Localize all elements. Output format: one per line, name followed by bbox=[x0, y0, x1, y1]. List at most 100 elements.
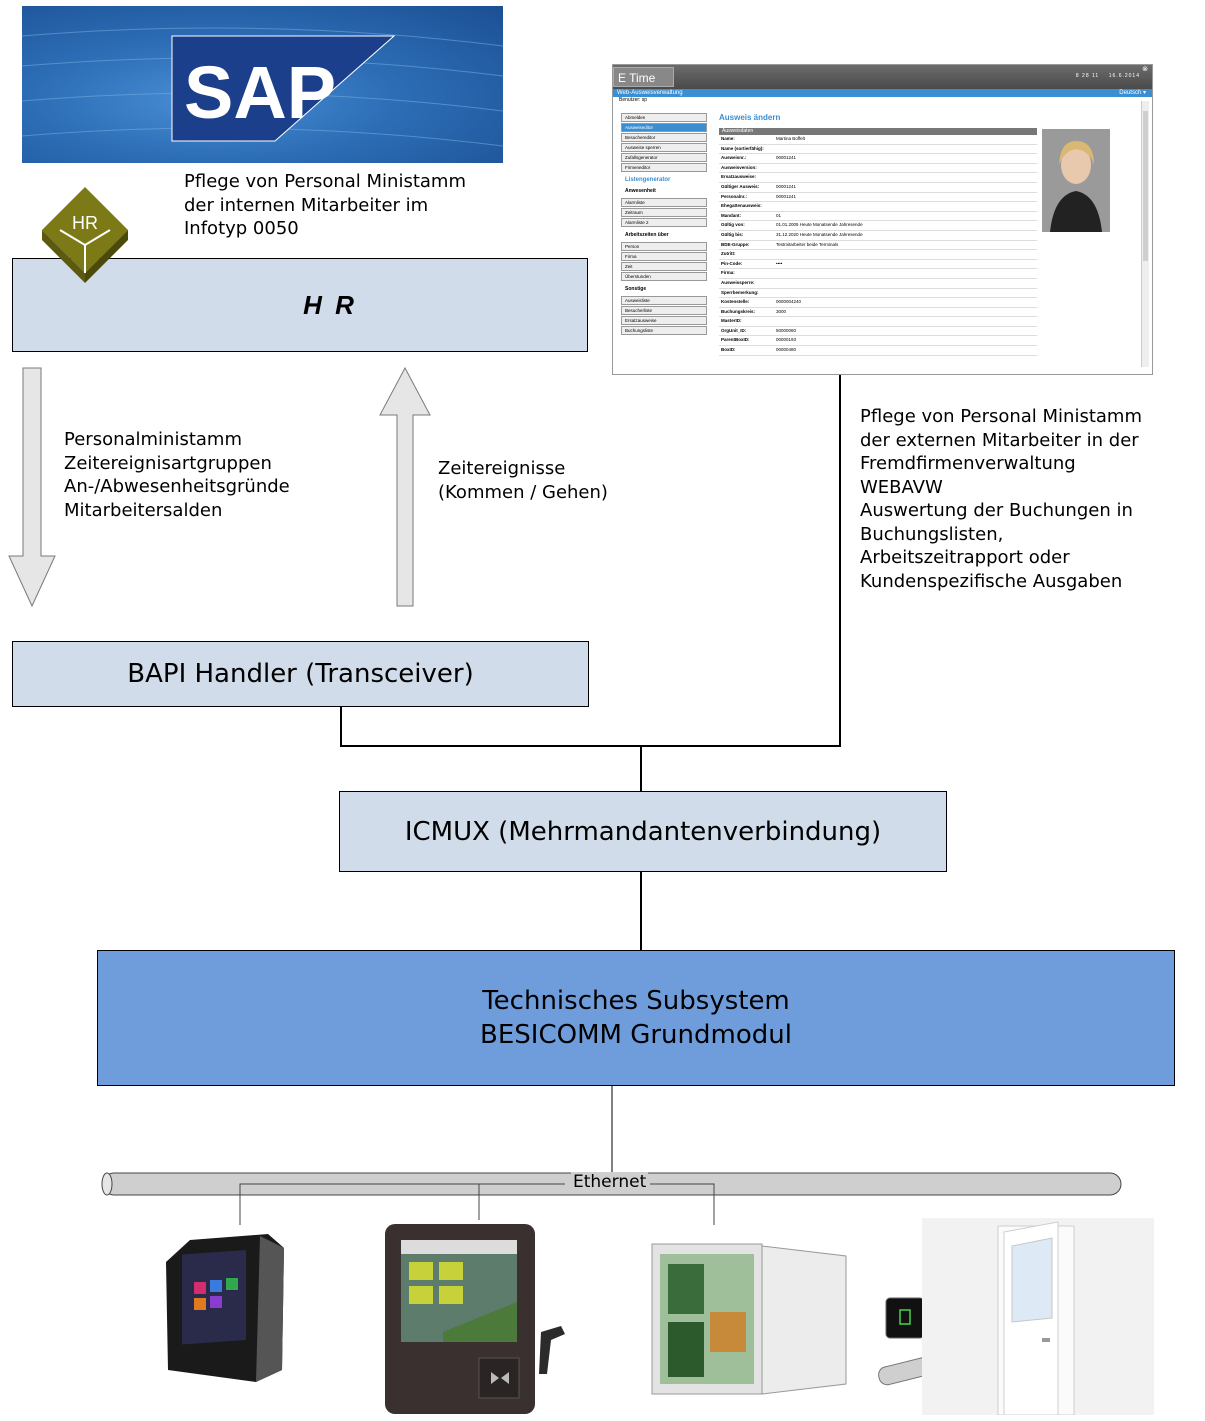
form-row: Buchungskreis: 3000 bbox=[719, 308, 1037, 318]
icmux-box: ICMUX (Mehrmandantenverbindung) bbox=[339, 791, 947, 872]
form-field-value[interactable]: 01 bbox=[776, 212, 782, 218]
sidebar-button[interactable]: Besuchereditor bbox=[621, 133, 707, 142]
form-field-label: Buchungskreis: bbox=[721, 308, 756, 314]
form-field-label: MasterID: bbox=[721, 318, 742, 324]
chevron-down-icon: ▾ bbox=[1142, 90, 1146, 96]
hr-badge: HR bbox=[40, 185, 130, 285]
sap-logo-text: SAP bbox=[184, 51, 336, 134]
down-arrow-label: Personalministamm Zeitereignisartgruppen… bbox=[64, 429, 290, 521]
language-value: Deutsch bbox=[1119, 90, 1142, 96]
sap-logo-graphic: SAP bbox=[22, 27, 503, 147]
etime-bar-title: Web-Ausweisverwaltung bbox=[617, 90, 683, 96]
form-field-label: Ersatzausweise: bbox=[721, 174, 757, 180]
sidebar-button[interactable]: Alarmliste bbox=[621, 198, 707, 207]
form-field-value[interactable]: 01.01.2005 Heute Monatsende Jahresende bbox=[776, 222, 863, 228]
form-field-value[interactable]: 00001241 bbox=[776, 183, 797, 189]
form-field-label: Sperrbemerkung: bbox=[721, 289, 759, 295]
close-icon[interactable]: ⊗ bbox=[1142, 66, 1148, 73]
form-field-value[interactable]: 0000004240 bbox=[776, 299, 802, 305]
sidebar-button[interactable]: Zufallsgenerator bbox=[621, 153, 707, 162]
form-title: Ausweis ändern bbox=[719, 113, 781, 122]
form-field-value[interactable]: 3000 bbox=[776, 308, 787, 314]
sidebar-button[interactable]: Überstunden bbox=[621, 272, 707, 281]
subsystem-line-1: Technisches Subsystem bbox=[482, 986, 790, 1016]
scrollbar-thumb[interactable] bbox=[1143, 111, 1148, 261]
hr-box-label: H R bbox=[303, 289, 357, 320]
bapi-box: BAPI Handler (Transceiver) bbox=[12, 641, 589, 707]
sidebar-button[interactable]: Ausweisliste bbox=[621, 296, 707, 305]
form-field-label: Name (sortierfähig): bbox=[721, 145, 764, 151]
form-field-label: Firma: bbox=[721, 270, 735, 276]
form-row: Kostenstelle: 0000004240 bbox=[719, 298, 1037, 308]
language-select[interactable]: Deutsch ▾ bbox=[1119, 89, 1146, 97]
form-field-value[interactable]: Martina Boffelt bbox=[776, 136, 805, 141]
sidebar-button[interactable]: Besucherliste bbox=[621, 306, 707, 315]
form-field-value[interactable]: 00001241 bbox=[776, 193, 797, 199]
door-image bbox=[922, 1218, 1154, 1416]
form-row: Firma: bbox=[719, 269, 1037, 279]
form-row: Ausweisnr.:00001241 bbox=[719, 154, 1037, 164]
sidebar-button[interactable]: Ausweiseditor bbox=[621, 123, 707, 132]
form-field-value[interactable]: 00001241 bbox=[776, 155, 797, 161]
form-field-value[interactable]: •••• bbox=[776, 260, 783, 266]
terminal-touch-device bbox=[160, 1232, 290, 1384]
sidebar-button[interactable]: Alarmliste 2 bbox=[621, 218, 707, 227]
hr-note: Pflege von Personal Ministamm der intern… bbox=[184, 171, 466, 239]
down-arrow bbox=[8, 367, 56, 608]
form-field-value[interactable]: 00000480 bbox=[776, 347, 797, 353]
form-header: Ausweisdaten bbox=[719, 128, 1037, 135]
form-field-label: Ausweissperre: bbox=[721, 279, 755, 285]
subsystem-line-2: BESICOMM Grundmodul bbox=[480, 1020, 792, 1050]
sidebar-button[interactable]: Abmelden bbox=[621, 113, 707, 122]
form-field-label: Personalnr.: bbox=[721, 193, 748, 199]
form-field-value[interactable]: 00000193 bbox=[776, 337, 797, 343]
form-field-label: ParentBoxID: bbox=[721, 337, 750, 343]
form-field-value[interactable]: 31.12.2020 Heute Monatsende Jahresende bbox=[776, 231, 863, 237]
sidebar-button[interactable]: Firma bbox=[621, 252, 707, 261]
form-row: Mandant: 01 bbox=[719, 212, 1037, 222]
form-field-label: Mandant: bbox=[721, 212, 741, 218]
form-field-label: Ehegattenausweis: bbox=[721, 203, 762, 209]
form-row: BoxID: 00000480 bbox=[719, 346, 1037, 356]
access-controller-device bbox=[650, 1242, 955, 1407]
bapi-box-label: BAPI Handler (Transceiver) bbox=[127, 659, 474, 689]
form-field-label: Name: bbox=[721, 136, 735, 141]
form-field-value[interactable]: Testmitarbeiter beide Terminals bbox=[776, 241, 839, 247]
form-field-label: Zutritt: bbox=[721, 251, 736, 257]
sidebar-button[interactable]: Buchungsliste bbox=[621, 326, 707, 335]
form-field-value[interactable]: 50000060 bbox=[776, 327, 797, 333]
icmux-box-label: ICMUX (Mehrmandantenverbindung) bbox=[404, 816, 882, 847]
form-field-label: Gültig bis: bbox=[721, 231, 744, 237]
form-row: OrgUnit_ID:50000060 bbox=[719, 327, 1037, 337]
sidebar-section-list: Listengenerator bbox=[625, 177, 671, 183]
form-field-label: Gültig von: bbox=[721, 222, 745, 228]
ethernet-drop-1 bbox=[239, 1183, 565, 1225]
sidebar-button[interactable]: Person bbox=[621, 242, 707, 251]
form-row: Zutritt: bbox=[719, 250, 1037, 260]
external-note: Pflege von Personal Ministamm der extern… bbox=[860, 406, 1142, 592]
form-row: Gültiger Ausweis:00001241 bbox=[719, 183, 1037, 193]
form-row: ParentBoxID: 00000193 bbox=[719, 336, 1037, 347]
sidebar-button[interactable]: Zeit bbox=[621, 262, 707, 271]
etime-logo: E Time bbox=[613, 67, 674, 87]
form-field-label: BDE-Gruppe: bbox=[721, 241, 750, 247]
sidebar-button[interactable]: Ersatzausweise bbox=[621, 316, 707, 325]
up-arrow bbox=[379, 366, 431, 607]
form-field-label: BoxID: bbox=[721, 347, 736, 353]
sidebar-button[interactable]: Ausweise sperren bbox=[621, 143, 707, 152]
sidebar-button[interactable]: Zeitraum bbox=[621, 208, 707, 217]
sidebar-button[interactable]: Firmeneditor bbox=[621, 163, 707, 172]
form-row: Ausweissperre: bbox=[719, 279, 1037, 289]
employee-photo bbox=[1042, 129, 1110, 232]
form-row: Gültig von: 01.01.2005 Heute Monatsende J… bbox=[719, 221, 1037, 231]
etime-titlebar: E Time 8 28 11 16.6.2014 ⊗ bbox=[613, 65, 1152, 89]
form-field-label: Kostenstelle: bbox=[721, 299, 750, 305]
scrollbar[interactable] bbox=[1141, 101, 1149, 367]
ethernet-label: Ethernet bbox=[571, 1172, 649, 1192]
